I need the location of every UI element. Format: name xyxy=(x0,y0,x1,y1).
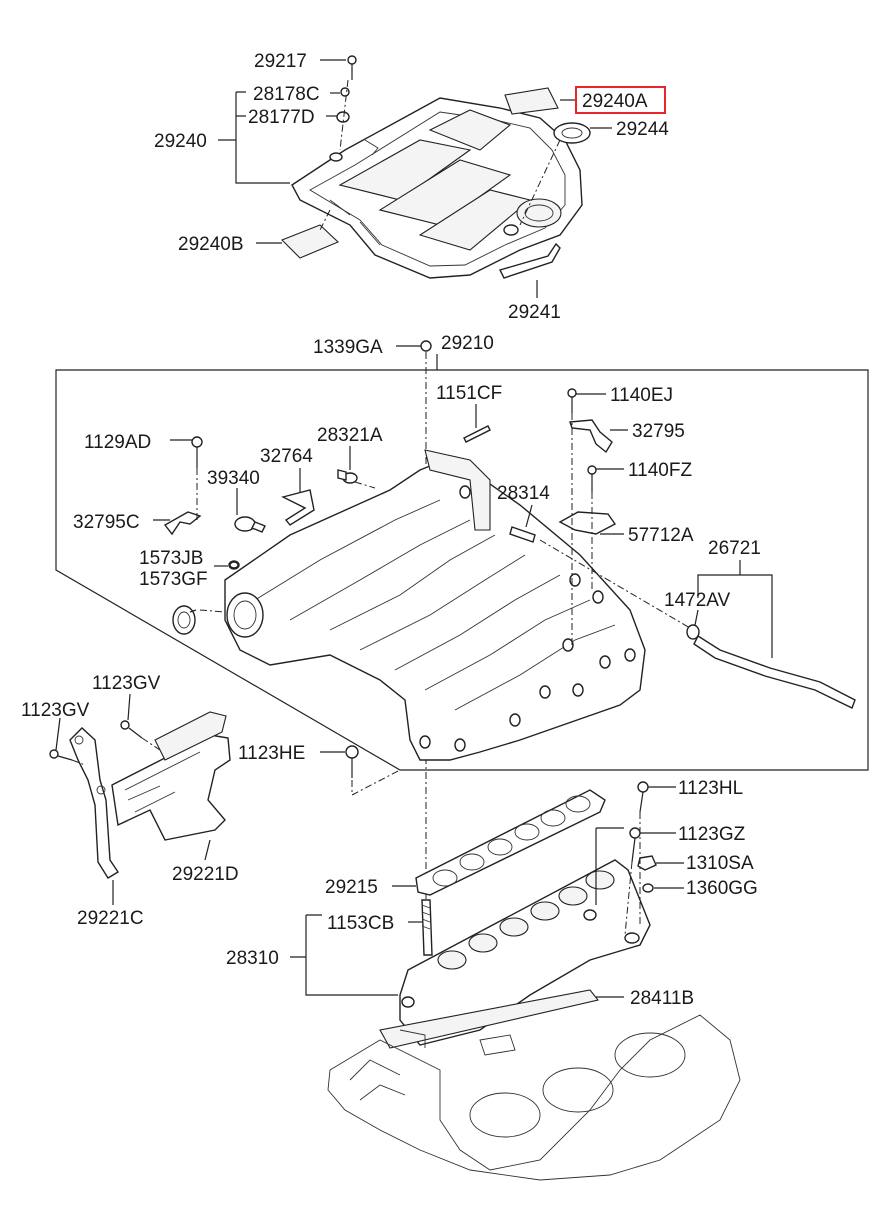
bolt-1123hl[interactable] xyxy=(637,781,649,813)
label-29221c[interactable]: 29221C xyxy=(77,908,144,929)
gasket-29215[interactable] xyxy=(415,789,606,896)
label-32764[interactable]: 32764 xyxy=(260,446,313,467)
emblem-29244[interactable] xyxy=(553,122,591,144)
label-1360gg[interactable]: 1360GG xyxy=(686,878,758,899)
gasket-28411b[interactable] xyxy=(379,989,599,1056)
label-1129ad[interactable]: 1129AD xyxy=(84,432,151,453)
label-32795c[interactable]: 32795C xyxy=(73,512,140,533)
hose-26721[interactable] xyxy=(686,624,856,709)
label-29215[interactable]: 29215 xyxy=(325,877,378,898)
nut-1339ga[interactable] xyxy=(420,340,432,352)
label-1573jb[interactable]: 1573JB xyxy=(139,548,203,569)
label-29244[interactable]: 29244 xyxy=(616,119,669,140)
label-29210[interactable]: 29210 xyxy=(441,333,494,354)
label-1573gf[interactable]: 1573GF xyxy=(139,569,208,590)
bracket-29241[interactable] xyxy=(498,242,561,279)
bolt-1140ej[interactable] xyxy=(567,388,577,413)
sensor-28321a[interactable] xyxy=(337,469,358,484)
bolt-1123gv-upper[interactable] xyxy=(120,720,143,739)
label-1123gv-lower[interactable]: 1123GV xyxy=(21,700,90,721)
label-1151cf[interactable]: 1151CF xyxy=(436,383,502,404)
label-28321a[interactable]: 28321A xyxy=(317,425,383,446)
lower-intake-manifold-28310[interactable] xyxy=(399,859,651,1046)
bracket-32795[interactable] xyxy=(569,419,613,454)
label-32795[interactable]: 32795 xyxy=(632,421,685,442)
label-39340[interactable]: 39340 xyxy=(207,468,260,489)
bolt-1151cf[interactable] xyxy=(463,425,491,443)
washer-1360gg[interactable] xyxy=(642,883,654,893)
label-29241[interactable]: 29241 xyxy=(508,302,561,323)
bracket-29221c[interactable] xyxy=(69,727,119,879)
label-1310sa[interactable]: 1310SA xyxy=(686,853,754,874)
label-1140fz[interactable]: 1140FZ xyxy=(628,460,692,481)
label-28314[interactable]: 28314 xyxy=(497,483,550,504)
bolt-1129ad[interactable] xyxy=(191,436,203,468)
grommet-28177d[interactable] xyxy=(336,111,350,123)
washer-28178c[interactable] xyxy=(340,87,350,97)
bracket-29221d[interactable] xyxy=(111,711,231,841)
bracket-57712a[interactable] xyxy=(558,511,617,535)
bolt-1123he[interactable] xyxy=(345,745,359,778)
label-1339ga[interactable]: 1339GA xyxy=(313,337,383,358)
label-28411b[interactable]: 28411B xyxy=(630,988,694,1009)
highlight-box-29240a xyxy=(575,86,666,114)
label-29240b[interactable]: 29240B xyxy=(178,234,244,255)
label-29240a[interactable]: 29240A xyxy=(582,91,648,112)
sensor-39340[interactable] xyxy=(234,516,266,533)
label-1123gz[interactable]: 1123GZ xyxy=(678,824,746,845)
label-57712a[interactable]: 57712A xyxy=(628,525,694,546)
label-29221d[interactable]: 29221D xyxy=(172,864,239,885)
pad-29240b[interactable] xyxy=(281,224,339,259)
cap-1573jb[interactable] xyxy=(229,561,239,569)
label-1123gv-upper[interactable]: 1123GV xyxy=(92,673,161,694)
assembly-frame-29210 xyxy=(55,369,869,771)
bolt-1123gz[interactable] xyxy=(629,827,641,863)
label-1153cb[interactable]: 1153CB xyxy=(327,913,394,934)
label-28177d[interactable]: 28177D xyxy=(248,107,315,128)
label-1140ej[interactable]: 1140EJ xyxy=(610,385,673,406)
bolt-29217[interactable] xyxy=(347,55,357,80)
label-29217[interactable]: 29217 xyxy=(254,51,307,72)
upper-intake-manifold[interactable] xyxy=(224,449,646,761)
label-28178c[interactable]: 28178C xyxy=(253,84,320,105)
pad-29240a[interactable] xyxy=(504,87,559,115)
label-26721[interactable]: 26721 xyxy=(708,538,761,559)
pipe-28314[interactable] xyxy=(509,526,536,543)
bracket-32795c[interactable] xyxy=(163,511,202,536)
label-1123hl[interactable]: 1123HL xyxy=(678,778,743,799)
bolt-1140fz[interactable] xyxy=(587,465,597,492)
label-1123he[interactable]: 1123HE xyxy=(238,743,305,764)
stud-1153cb[interactable] xyxy=(421,899,433,956)
label-1472av[interactable]: 1472AV xyxy=(664,590,731,611)
gasket-1573gf[interactable] xyxy=(172,605,196,635)
engine-block-outline xyxy=(327,1014,741,1181)
nut-1310sa[interactable] xyxy=(637,855,657,871)
engine-cover-29240[interactable] xyxy=(291,97,583,279)
label-28310[interactable]: 28310 xyxy=(226,948,279,969)
bracket-32764[interactable] xyxy=(281,489,315,526)
label-29240[interactable]: 29240 xyxy=(154,131,207,152)
bolt-1123gv-lower[interactable] xyxy=(49,749,73,761)
